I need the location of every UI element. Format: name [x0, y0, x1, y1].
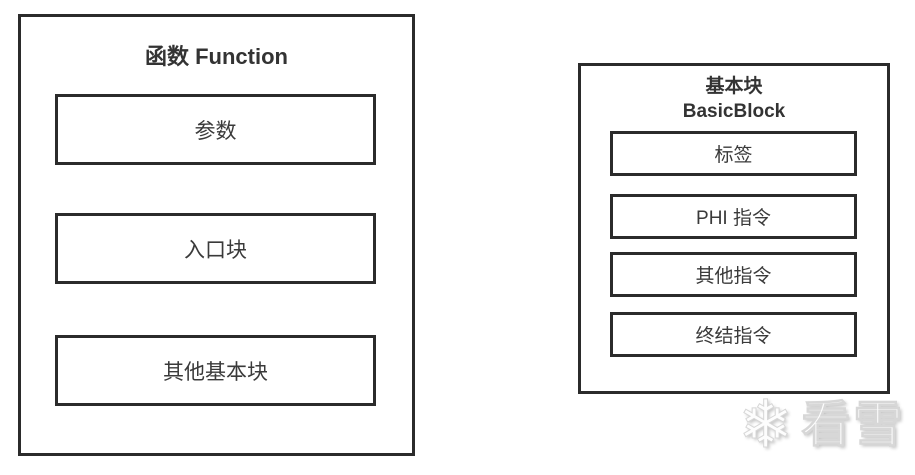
function-item-parameters: 参数: [55, 94, 376, 165]
snowflake-icon: ❄: [737, 386, 794, 463]
function-item-other-basicblocks: 其他基本块: [55, 335, 376, 406]
watermark: ❄ 看雪: [737, 386, 906, 463]
basicblock-panel-title: 基本块 BasicBlock: [581, 74, 887, 124]
basicblock-item-terminator-instructions-label: 终结指令: [695, 326, 772, 347]
function-panel: 函数 Function 参数 入口块 其他基本块: [18, 14, 415, 456]
basicblock-item-other-instructions: 其他指令: [610, 252, 857, 297]
basicblock-title-zh: 基本块: [705, 76, 763, 97]
function-item-entry-block: 入口块: [55, 213, 376, 284]
function-panel-title: 函数 Function: [145, 44, 288, 69]
watermark-text: 看雪: [801, 398, 906, 453]
basicblock-item-terminator-instructions: 终结指令: [610, 312, 857, 357]
basicblock-item-other-instructions-label: 其他指令: [695, 266, 772, 287]
basicblock-item-label: 标签: [610, 131, 857, 176]
basicblock-item-label-text: 标签: [714, 145, 753, 166]
function-item-other-basicblocks-label: 其他基本块: [163, 360, 268, 384]
function-item-entry-block-label: 入口块: [184, 238, 247, 262]
basicblock-panel: 基本块 BasicBlock 标签 PHI 指令 其他指令 终结指令: [578, 63, 890, 394]
function-item-parameters-label: 参数: [194, 119, 237, 143]
basicblock-item-phi-instructions: PHI 指令: [610, 194, 857, 239]
basicblock-item-phi-instructions-label: PHI 指令: [696, 208, 771, 229]
basicblock-title-en: BasicBlock: [682, 101, 786, 122]
